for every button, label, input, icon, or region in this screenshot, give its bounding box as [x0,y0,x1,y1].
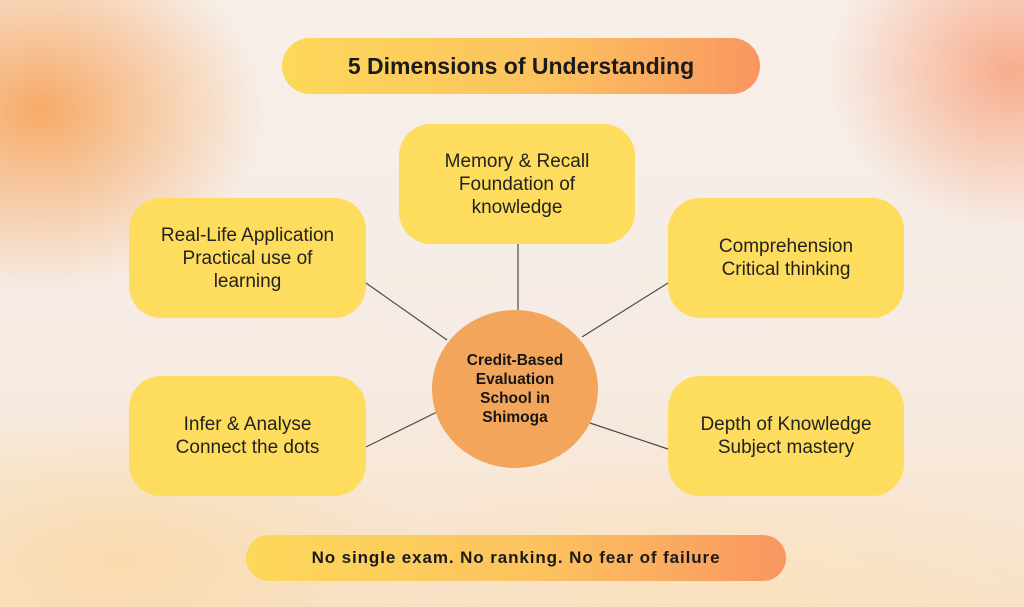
node-memory-recall-desc-1: Foundation of [458,173,576,195]
hub-label: Credit-Based Evaluation School in Shimog… [466,352,564,426]
node-comprehension: Comprehension Critical thinking [668,198,904,318]
node-comprehension-title: Comprehension [718,236,854,257]
node-depth-of-knowledge-desc: Subject mastery [717,437,855,458]
node-memory-recall: Memory & Recall Foundation of knowledge [399,124,635,244]
connector-depth [589,422,669,450]
node-depth-of-knowledge: Depth of Knowledge Subject mastery [668,376,904,496]
node-infer-analyse: Infer & Analyse Connect the dots [129,376,366,496]
page-title-text: 5 Dimensions of Understanding [347,52,695,79]
footer-banner-text: No single exam. No ranking. No fear of f… [311,548,721,567]
node-memory-recall-title: Memory & Recall [444,150,590,172]
footer-banner: No single exam. No ranking. No fear of f… [246,535,786,581]
connector-application [365,282,448,341]
connector-comprehension [581,282,669,338]
node-infer-analyse-desc: Connect the dots [175,437,320,458]
node-comprehension-desc: Critical thinking [721,259,851,280]
node-real-life-application-title: Real-Life Application [160,224,335,246]
node-memory-recall-desc-2: knowledge [471,196,563,218]
hub-circle: Credit-Based Evaluation School in Shimog… [432,310,598,468]
node-depth-of-knowledge-title: Depth of Knowledge [700,414,872,435]
node-real-life-application-desc-1: Practical use of [182,247,313,269]
page-title: 5 Dimensions of Understanding [282,38,760,94]
node-real-life-application: Real-Life Application Practical use of l… [129,198,366,318]
node-real-life-application-desc-2: learning [213,270,282,292]
node-infer-analyse-title: Infer & Analyse [183,414,312,435]
connector-infer [365,411,438,448]
